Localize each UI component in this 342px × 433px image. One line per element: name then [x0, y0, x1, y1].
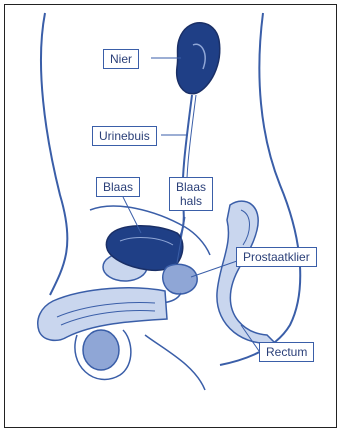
- figure-frame: Nier Urinebuis Blaas Blaas hals Prostaat…: [4, 4, 337, 428]
- rectum-shape: [217, 201, 275, 343]
- label-rectum: Rectum: [259, 342, 314, 362]
- kidney-shape: [177, 23, 220, 94]
- label-prostaatklier: Prostaatklier: [236, 247, 317, 267]
- prostate-shape: [163, 264, 197, 294]
- testis-shape: [83, 330, 119, 370]
- label-nier: Nier: [103, 49, 139, 69]
- label-blaashals: Blaas hals: [169, 177, 213, 211]
- body-outline-back: [41, 13, 67, 295]
- leg-outline: [145, 335, 205, 390]
- label-blaas: Blaas: [96, 177, 140, 197]
- anatomy-illustration: [5, 5, 338, 429]
- ureter-line: [180, 95, 192, 237]
- label-urinebuis: Urinebuis: [92, 126, 157, 146]
